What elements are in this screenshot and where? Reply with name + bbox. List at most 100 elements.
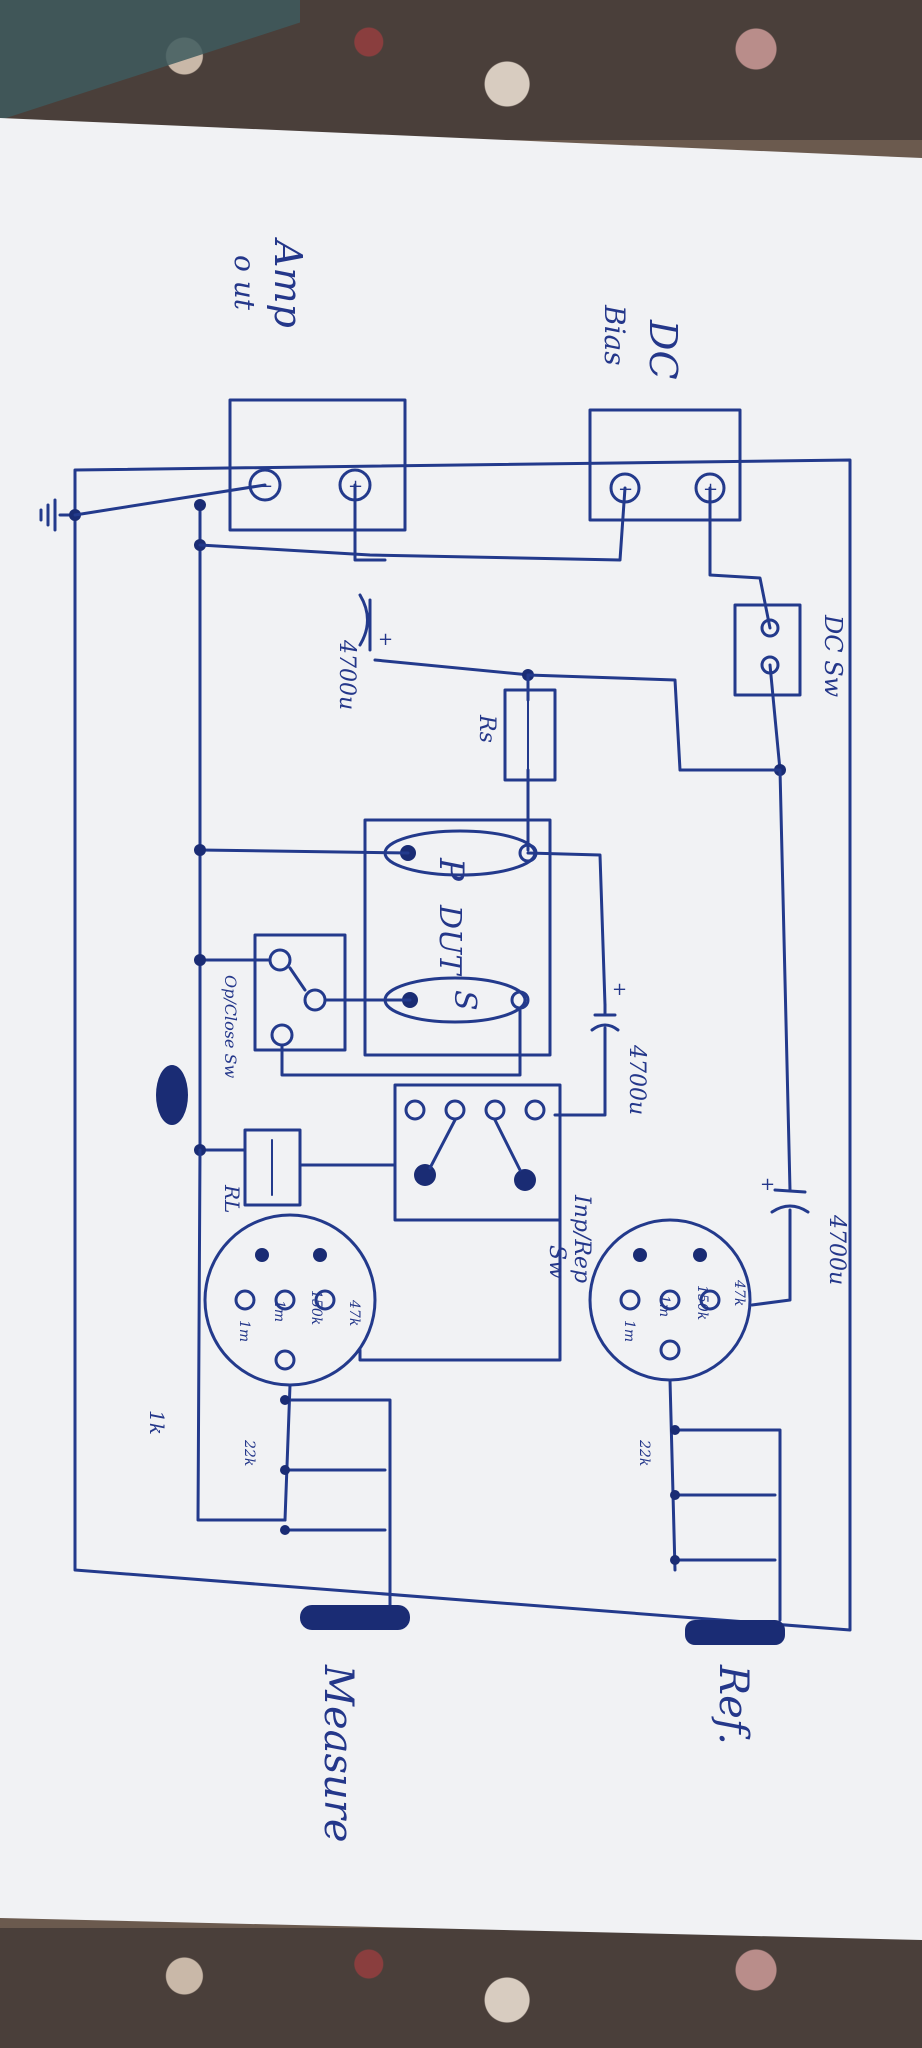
- inp-rep-contact-3: [484, 1099, 506, 1121]
- measure-range-dot-2: [313, 1248, 327, 1262]
- measure-1k-wire: [196, 1148, 287, 1522]
- ref-cap-curved-plate: [770, 1204, 810, 1214]
- inp-rep-switch-label: Inp/Rep: [569, 1194, 594, 1283]
- dut-cap-flat-plate: [593, 1003, 617, 1017]
- ref-label: Ref.: [710, 1664, 756, 1745]
- dc-plus-wire: [708, 486, 772, 630]
- measure-22k-label: 22k: [241, 1439, 257, 1466]
- dc-switch-out-wire: [768, 663, 782, 772]
- dut-cap-wire: [553, 1026, 607, 1117]
- ref-range-dot-2: [693, 1248, 707, 1262]
- ref-range-contact-4: [659, 1339, 681, 1361]
- op-close-contact-1: [268, 948, 292, 972]
- dut-s-label: S: [447, 990, 482, 1011]
- dc-switch-box: [733, 603, 802, 697]
- measure-output-box: [283, 1398, 392, 1612]
- main-cap-curved-plate: [358, 593, 369, 647]
- measure-label: Measure: [315, 1664, 361, 1843]
- measure-1k-label: 1k: [145, 1410, 169, 1435]
- dc-label: DC: [641, 319, 685, 380]
- dc-minus-wire: [198, 486, 627, 562]
- op-close-contact-3: [270, 1023, 294, 1047]
- node-a: [194, 499, 206, 511]
- ref-cap-wire-bottom: [750, 1208, 792, 1307]
- node-j: [280, 1525, 290, 1535]
- rs-resistor-box: [503, 688, 557, 782]
- scribble-mark: [156, 1065, 188, 1125]
- dut-p-ground-wire: [198, 848, 410, 855]
- measure-1m-label: 1m: [271, 1300, 287, 1322]
- inp-rep-switch-box: [393, 1083, 562, 1222]
- measure-connector: [300, 1605, 410, 1630]
- inp-rep-contact-4: [524, 1099, 546, 1121]
- ref-cap-flat-plate: [773, 1188, 807, 1194]
- amp-plus-wire: [353, 483, 387, 562]
- ref-cap-wire-top: [778, 768, 792, 1192]
- rl-label: RL: [220, 1184, 244, 1213]
- node-e: [194, 844, 206, 856]
- node-m: [670, 1555, 680, 1565]
- node-f: [194, 954, 206, 966]
- node-h: [280, 1395, 290, 1405]
- node-k: [670, 1425, 680, 1435]
- ref-47k-label: 47k: [731, 1279, 747, 1306]
- inp-rep-contact-1: [404, 1099, 426, 1121]
- rl-resistor-box: [243, 1128, 302, 1207]
- ref-output-box: [673, 1428, 782, 1622]
- inp-rep-sw-label: Sw: [544, 1245, 569, 1279]
- bias-label: Bias: [598, 304, 631, 366]
- ref-cap-label: 4700u: [824, 1214, 849, 1285]
- amp-out-box: [228, 398, 407, 532]
- ref-1m-2-label: 1m: [621, 1320, 637, 1342]
- dc-switch-label: DC Sw: [819, 614, 847, 698]
- amp-minus-terminal: [248, 468, 282, 502]
- ref-range-dot-1: [633, 1248, 647, 1262]
- measure-47k-label: 47k: [346, 1299, 362, 1326]
- amp-label: Amp: [266, 237, 310, 328]
- dut-cap-plus: +: [612, 979, 627, 1000]
- measure-150k-label: 150k: [308, 1290, 324, 1325]
- measure-1m-2-label: 1m: [236, 1320, 252, 1342]
- inp-rep-to-measure-wire: [358, 1198, 562, 1362]
- dut-box: [363, 818, 552, 1057]
- ref-cap-plus: +: [760, 1174, 775, 1195]
- op-close-to-inp-wire: [280, 1008, 522, 1077]
- ref-range-contact-2: [659, 1289, 681, 1311]
- ref-range-contact-3: [699, 1289, 721, 1311]
- node-i: [280, 1465, 290, 1475]
- dc-bias-box: [588, 408, 742, 522]
- measure-range-contact-3: [314, 1289, 336, 1311]
- dc-feed-wire: [526, 673, 782, 772]
- op-close-switch-label: Op/Close Sw: [221, 975, 240, 1078]
- inp-rep-common-2: [514, 1169, 536, 1191]
- ref-1m-label: 1m: [656, 1295, 672, 1317]
- carpet-background-bottom: [0, 1928, 922, 2048]
- rs-label: Rs: [474, 714, 499, 743]
- dut-s-terminal-2: [510, 990, 530, 1010]
- dut-cap-label: 4700u: [624, 1044, 649, 1115]
- inp-rep-common-1: [414, 1164, 436, 1186]
- dut-p-to-cap-wire: [526, 851, 607, 1007]
- op-close-contact-2: [303, 988, 327, 1012]
- measure-range-contact-4: [274, 1349, 296, 1371]
- ref-range-contact-1: [619, 1289, 641, 1311]
- main-cap-plus: +: [378, 629, 393, 650]
- measure-range-dot-1: [255, 1248, 269, 1262]
- ref-connector: [685, 1620, 785, 1645]
- measure-range-contact-2: [274, 1289, 296, 1311]
- amp-out-label: o ut: [228, 255, 261, 311]
- ref-22k-label: 22k: [636, 1439, 652, 1466]
- node-l: [670, 1490, 680, 1500]
- op-close-switch-box: [253, 933, 347, 1052]
- inp-rep-contact-2: [444, 1099, 466, 1121]
- outer-loop-wire: [73, 458, 852, 1632]
- ref-150k-label: 150k: [694, 1285, 710, 1320]
- dut-label: DUT: [432, 904, 467, 976]
- inp-rep-levers: [428, 1118, 522, 1172]
- main-cap-label: 4700u: [334, 639, 359, 710]
- measure-range-contact-1: [234, 1289, 256, 1311]
- measure-22k-resistor: [283, 1383, 292, 1522]
- ref-22k-resistor: [668, 1378, 677, 1572]
- op-close-lever: [288, 966, 307, 992]
